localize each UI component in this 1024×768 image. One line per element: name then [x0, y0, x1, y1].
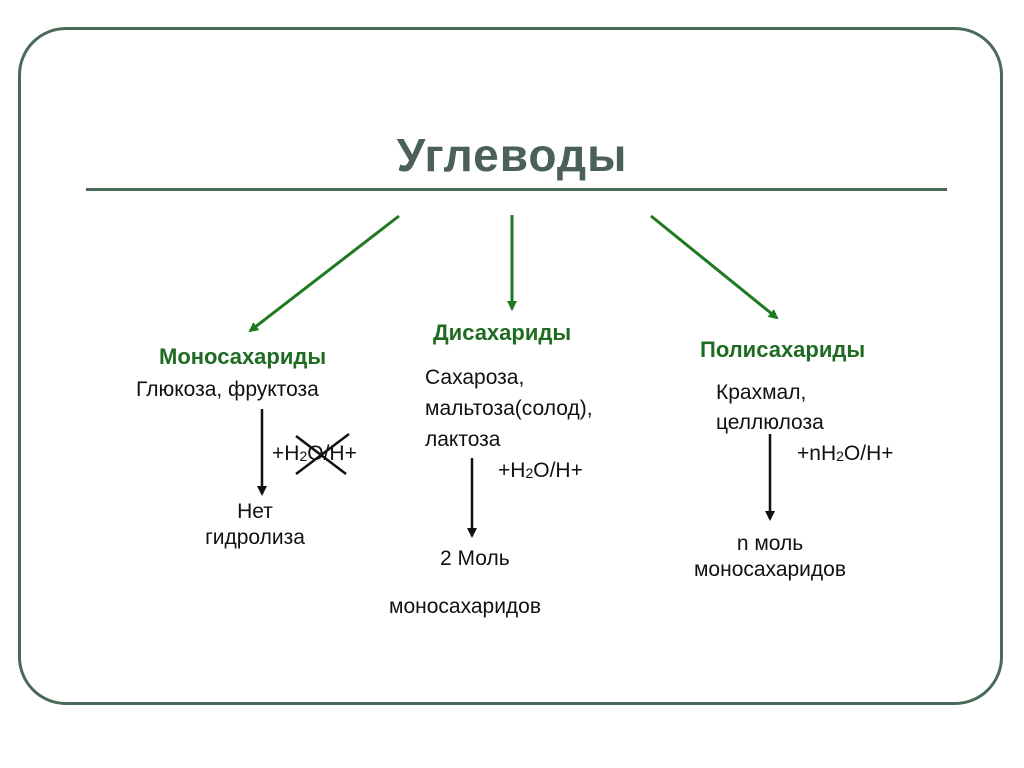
slide-frame — [18, 27, 1003, 705]
disaccharides-reagent: +H2O/H+ — [498, 459, 583, 482]
monosaccharides-heading: Моносахариды — [159, 344, 327, 369]
monosaccharides-reagent: +H2O/H+ — [272, 442, 357, 465]
arrow-to-monosaccharides — [248, 214, 400, 333]
polysaccharides-result: n моль моносахаридов — [693, 532, 846, 581]
disaccharides-heading: Дисахариды — [433, 320, 572, 345]
monosaccharides-examples: Глюкоза, фруктоза — [136, 378, 319, 401]
disaccharides-examples: Сахароза, мальтоза(солод), лактоза — [425, 366, 593, 451]
diagram-title: Углеводы — [396, 129, 628, 181]
polysaccharides-heading: Полисахариды — [700, 337, 866, 362]
cross-mark — [295, 433, 350, 475]
title-underline — [86, 188, 947, 191]
disaccharides-result-line1: 2 Моль — [440, 547, 510, 570]
polysaccharides-examples: Крахмал, целлюлоза — [716, 381, 824, 434]
monosaccharides-result: Нет гидролиза — [205, 500, 305, 549]
arrow-to-polysaccharides — [650, 214, 779, 320]
polysaccharides-reagent: +nH2O/H+ — [797, 442, 894, 465]
disaccharides-result-line2: моносахаридов — [389, 595, 542, 618]
